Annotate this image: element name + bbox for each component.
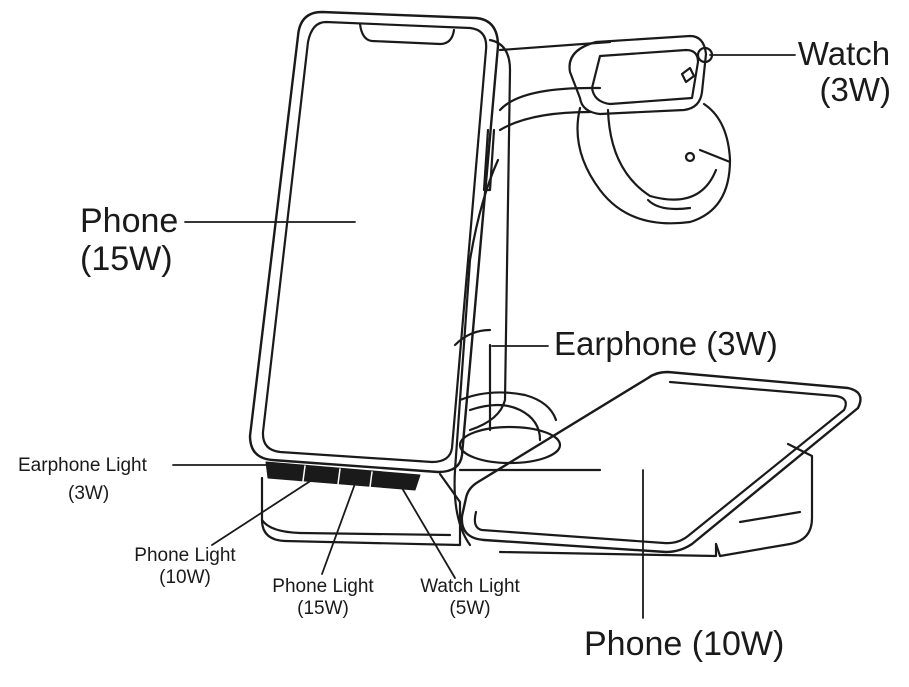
phone-light-10-label: Phone Light (10W) [120,545,250,589]
watch-light-label-power: (5W) [449,598,491,619]
phone-pad [462,372,861,556]
watch-label-power: (3W) [819,71,891,108]
watch-label-name: Watch [797,35,891,72]
earphone-light-label: Earphone Light (3W) [18,455,178,505]
watch [570,36,730,223]
earphone-cradle [460,345,600,470]
earphone-light-label-name: Earphone Light [18,455,147,476]
phone-light-15-label-power: (15W) [297,598,349,619]
watch-label: Watch (3W) [797,36,891,108]
watch-light-label: Watch Light (5W) [405,576,535,620]
phone-light-15-callout [322,481,356,574]
phone-light-10-label-name: Phone Light [134,545,236,566]
phone-light-15-label: Phone Light (15W) [258,576,388,620]
stand-frame [455,40,510,545]
light-bar [266,462,420,490]
phone-upper-label-power: (15W) [80,240,173,278]
watch-light-callout [402,488,455,578]
phone-lower-label: Phone (10W) [584,625,785,663]
phone-upper-label-name: Phone [80,202,179,240]
phone-light-15-label-name: Phone Light [272,576,374,597]
earphone-label: Earphone (3W) [554,325,778,362]
phone-light-10-label-power: (10W) [159,567,211,588]
stand-base [262,474,460,545]
earphone-light-label-power: (3W) [68,483,110,504]
phone-upper-label: Phone (15W) [80,202,178,278]
phone-light-10-callout [212,478,315,545]
callout-lines [173,55,795,618]
watch-light-label-name: Watch Light [420,576,520,597]
phone-upper [250,12,498,472]
